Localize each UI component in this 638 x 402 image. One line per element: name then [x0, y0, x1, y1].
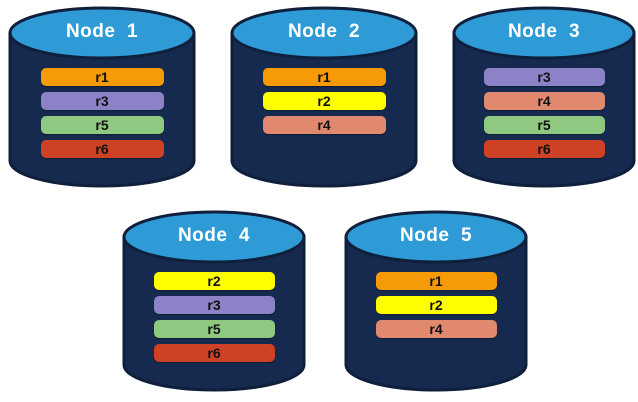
- replica-bar[interactable]: r2: [262, 92, 386, 110]
- replica-bar[interactable]: r6: [153, 344, 275, 362]
- replica-bar[interactable]: r1: [262, 68, 386, 86]
- replica-bar[interactable]: r1: [375, 272, 497, 290]
- replica-bar[interactable]: r2: [153, 272, 275, 290]
- cylinder-top-ellipse: [230, 6, 418, 60]
- replica-list: r2 r3 r5 r6: [122, 272, 306, 362]
- replica-list: r3 r4 r5 r6: [452, 68, 636, 158]
- replica-bar[interactable]: r4: [483, 92, 605, 110]
- replica-list: r1 r2 r4: [344, 272, 528, 338]
- cylinder-top-ellipse: [8, 6, 196, 60]
- replica-bar[interactable]: r3: [40, 92, 164, 110]
- cylinder-top-ellipse: [122, 210, 306, 264]
- replica-list: r1 r3 r5 r6: [8, 68, 196, 158]
- cylinder-top-ellipse: [344, 210, 528, 264]
- cylinder-top-ellipse: [452, 6, 636, 60]
- replica-bar[interactable]: r6: [40, 140, 164, 158]
- replica-bar[interactable]: r4: [262, 116, 386, 134]
- replica-bar[interactable]: r4: [375, 320, 497, 338]
- replica-list: r1 r2 r4: [230, 68, 418, 134]
- replica-bar[interactable]: r1: [40, 68, 164, 86]
- replica-bar[interactable]: r3: [483, 68, 605, 86]
- replica-bar[interactable]: r2: [375, 296, 497, 314]
- replica-bar[interactable]: r5: [40, 116, 164, 134]
- replica-bar[interactable]: r5: [153, 320, 275, 338]
- replica-bar[interactable]: r5: [483, 116, 605, 134]
- replica-bar[interactable]: r6: [483, 140, 605, 158]
- replica-bar[interactable]: r3: [153, 296, 275, 314]
